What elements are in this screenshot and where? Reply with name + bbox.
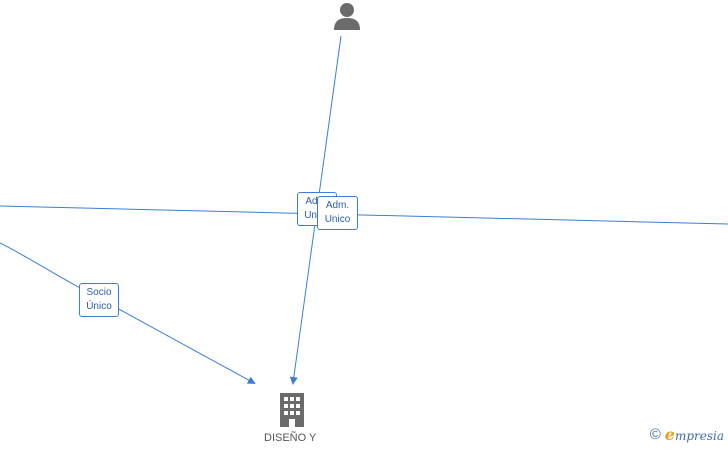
edge-label-adm-2[interactable]: Adm. Unico bbox=[317, 196, 358, 230]
edge-label-adm-2-line2: Unico bbox=[324, 214, 351, 225]
person-icon[interactable] bbox=[333, 1, 361, 31]
copyright-icon: © bbox=[649, 426, 661, 443]
edge-label-adm-2-line1: Adm. bbox=[325, 200, 350, 211]
edge-label-socio-line2: Único bbox=[86, 301, 112, 312]
empresia-watermark: © empresia bbox=[650, 425, 724, 444]
brand-logo: empresia bbox=[664, 425, 724, 444]
edge-label-socio[interactable]: Socio Único bbox=[79, 283, 119, 317]
edge-horizontal bbox=[0, 205, 728, 225]
edge-socio-to-company bbox=[0, 242, 256, 384]
building-icon[interactable] bbox=[278, 393, 306, 427]
company-label[interactable]: DISEÑO Y bbox=[264, 432, 317, 444]
edge-label-socio-line1: Socio bbox=[86, 287, 112, 298]
edge-label-adm-1-line2: Unico bbox=[302, 209, 332, 223]
